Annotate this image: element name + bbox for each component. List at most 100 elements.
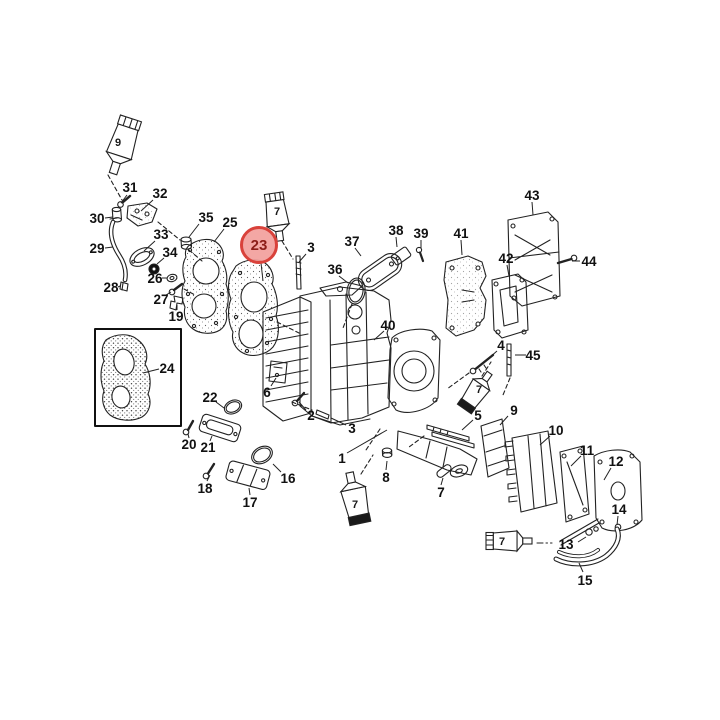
callout-17-44[interactable]: 17: [242, 495, 257, 510]
callout-5-33[interactable]: 5: [474, 408, 482, 423]
callout-leader-36-17: [338, 275, 349, 284]
callout-35-6[interactable]: 35: [198, 210, 214, 225]
callout-18-45[interactable]: 18: [197, 481, 213, 496]
callout-28-19[interactable]: 28: [103, 280, 119, 295]
callout-14-40[interactable]: 14: [611, 502, 627, 517]
part-27-bolt-drawing: [168, 282, 184, 296]
part-39-screw-drawing: [415, 246, 425, 263]
callout-leader-2-28: [298, 401, 307, 411]
part-10-finned-plate-drawing: [504, 430, 558, 513]
callout-21-30[interactable]: 21: [200, 440, 216, 455]
callout-leader-25-7: [213, 228, 225, 243]
callout-12-39[interactable]: 12: [608, 454, 623, 469]
callout-34-5[interactable]: 34: [162, 245, 178, 260]
callout-leader-6-27: [270, 377, 277, 387]
part-5-studs-drawing: [426, 424, 475, 449]
callout-leader-28-19: [117, 285, 121, 288]
callout-3-31[interactable]: 3: [348, 421, 356, 436]
part-41-divider-plate-drawing: [443, 255, 487, 337]
callout-37-10[interactable]: 37: [344, 234, 359, 249]
callout-1-32[interactable]: 1: [338, 451, 346, 466]
callout-40-22[interactable]: 40: [380, 318, 395, 333]
callout-leader-31-0: [120, 194, 128, 204]
part-38-plate-drawing: [390, 246, 412, 266]
callout-45-24[interactable]: 45: [525, 348, 541, 363]
callout-32-1[interactable]: 32: [152, 186, 167, 201]
part-16-oring-drawing: [251, 445, 273, 465]
sealant-tube-3: [456, 370, 493, 415]
callout-29-3[interactable]: 29: [89, 241, 104, 256]
highlight-circle-part-23[interactable]: [240, 226, 278, 264]
callout-15-42[interactable]: 15: [577, 573, 593, 588]
part-11-plate-drawing: [559, 445, 590, 523]
callout-41-13[interactable]: 41: [453, 226, 469, 241]
callout-2-28[interactable]: 2: [307, 408, 315, 423]
sealant-tube-number-4: 7: [499, 536, 505, 548]
sealant-tube-4: [485, 529, 533, 553]
part-28-clip-drawing: [119, 281, 129, 292]
callout-6-27[interactable]: 6: [263, 385, 271, 400]
callout-leader-5-33: [461, 419, 474, 431]
part-12-gasket-plate-drawing: [593, 449, 643, 532]
callout-leader-42-15: [506, 264, 510, 277]
callout-leader-34-5: [156, 257, 165, 265]
callout-20-29[interactable]: 20: [181, 437, 196, 452]
callout-23-8[interactable]: 23: [251, 237, 268, 254]
callout-30-2[interactable]: 30: [89, 211, 104, 226]
callout-4-23[interactable]: 4: [497, 338, 505, 353]
callout-11-38[interactable]: 11: [580, 443, 595, 458]
callout-leader-8-35: [385, 460, 388, 471]
part-40-adapter-plate-drawing: [387, 328, 441, 413]
part-31-bolt-drawing: [117, 194, 132, 208]
part-2-bolt-drawing: [291, 391, 306, 407]
callout-leader-21-30: [209, 435, 213, 442]
sealant-tube-0: [105, 114, 143, 176]
callout-leader-18-45: [206, 474, 211, 482]
sealant-tube-2: [339, 471, 372, 527]
callout-3-9[interactable]: 3: [307, 240, 315, 255]
callout-leader-16-43: [272, 463, 282, 473]
callout-26-18[interactable]: 26: [147, 271, 163, 286]
callout-10-37[interactable]: 10: [548, 423, 563, 438]
callout-43-14[interactable]: 43: [524, 188, 540, 203]
callout-leader-22-26: [215, 401, 225, 409]
callout-leader-1-32: [346, 429, 388, 454]
callout-leader-10-37: [539, 435, 551, 446]
callout-leader-29-3: [104, 246, 114, 249]
callout-leader-7-36: [440, 477, 444, 486]
callout-44-16[interactable]: 44: [581, 254, 597, 269]
callout-9-34[interactable]: 9: [510, 403, 518, 418]
part-45-stud-drawing: [506, 343, 512, 377]
part-21-cover-drawing: [198, 413, 242, 443]
callout-13-41[interactable]: 13: [558, 537, 574, 552]
callout-25-7[interactable]: 25: [222, 215, 238, 230]
callout-7-36[interactable]: 7: [437, 485, 445, 500]
callout-42-15[interactable]: 42: [498, 251, 513, 266]
callout-leader-32-1: [140, 199, 154, 212]
callout-leader-14-40: [616, 515, 619, 526]
callout-8-35[interactable]: 8: [382, 470, 390, 485]
part-13-fitting-drawing: [559, 518, 600, 546]
callout-31-0[interactable]: 31: [122, 180, 138, 195]
callout-22-26[interactable]: 22: [202, 390, 217, 405]
callout-36-17[interactable]: 36: [327, 262, 343, 277]
callout-16-43[interactable]: 16: [280, 471, 296, 486]
part-25-cylinder-head-drawing: [181, 238, 229, 334]
callout-24-25[interactable]: 24: [159, 361, 175, 376]
callout-39-12[interactable]: 39: [413, 226, 428, 241]
part-24-gasket-drawing: [100, 334, 151, 421]
callout-leader-23-8: [260, 262, 264, 282]
callout-leader-12-39: [603, 467, 612, 481]
callout-leader-3-31: [330, 417, 347, 426]
callout-27-20[interactable]: 27: [153, 292, 168, 307]
callout-33-4[interactable]: 33: [153, 227, 169, 242]
part-34-seal-drawing: [148, 263, 160, 275]
callout-leader-43-14: [531, 201, 534, 216]
part-3-stud-lower-drawing: [315, 409, 330, 420]
callout-38-11[interactable]: 38: [388, 223, 404, 238]
callout-19-21[interactable]: 19: [168, 309, 183, 324]
